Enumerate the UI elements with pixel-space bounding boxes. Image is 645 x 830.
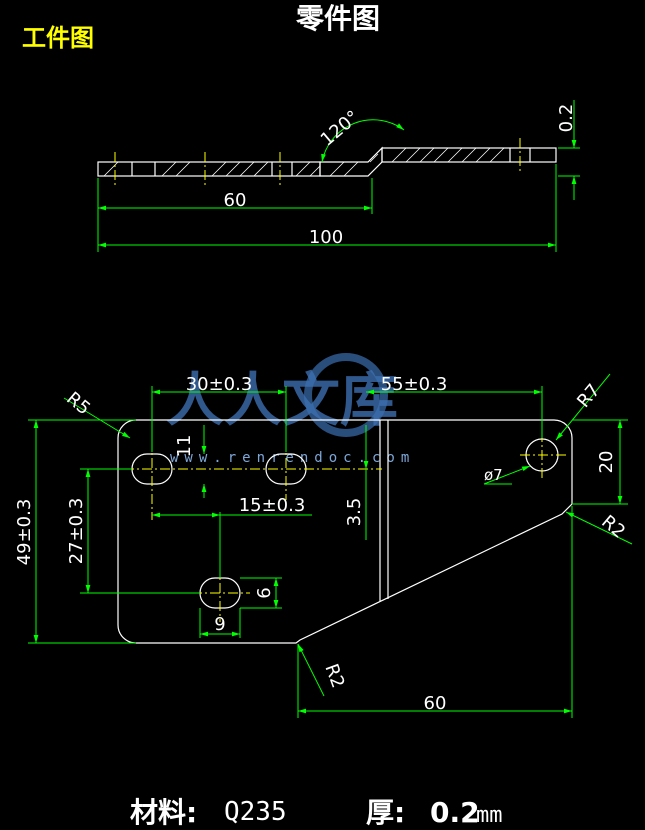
material-label: 材料:	[130, 796, 197, 829]
dim-angle: 120°	[317, 107, 364, 151]
thickness-value: 0.2	[430, 796, 480, 829]
side-plate-left	[97, 161, 321, 177]
watermark-url: www.renrendoc.com	[170, 450, 415, 466]
radius-top-right: R7	[573, 380, 604, 412]
drawing-title: 零件图	[296, 2, 380, 35]
plan-view: 30±0.3 55±0.3 11 15±0.3 3.5 49±0.3 27±0.…	[14, 373, 633, 718]
dim-slot-pitch: 30±0.3	[186, 374, 253, 395]
dim-slot-small: 6	[254, 587, 275, 598]
thickness-label: 厚:	[366, 796, 405, 829]
side-hatch-left	[103, 161, 321, 177]
watermark-logo: 人人文库	[166, 366, 398, 434]
radius-right-notch: R2	[597, 511, 629, 542]
tag-label: 工件图	[22, 24, 94, 52]
dim-slot-width: 9	[214, 614, 225, 635]
radius-top-left: R5	[62, 388, 94, 419]
side-view: 120° 0.2 60 100	[97, 100, 580, 252]
dim-bend: 60	[224, 190, 247, 211]
watermark: 人人文库 www.renrendoc.com	[166, 353, 415, 466]
radius-bottom-notch: R2	[320, 661, 348, 691]
dim-bottom: 60	[424, 693, 447, 714]
dim-total: 100	[309, 227, 343, 248]
dim-center-offset: 15±0.3	[239, 495, 306, 516]
dim-overall-height: 49±0.3	[14, 499, 35, 566]
side-hatch-right	[329, 147, 505, 177]
dim-thickness: 0.2	[556, 104, 577, 133]
hole-diameter: ø7	[484, 466, 503, 484]
material-value: Q235	[224, 797, 287, 827]
dim-lower-slot: 27±0.3	[66, 498, 87, 565]
dim-hole-height: 20	[596, 451, 617, 474]
dim-hole-offset: 55±0.3	[381, 374, 448, 395]
dim-bend-offset: 3.5	[344, 498, 365, 527]
footer: 材料: Q235 厚: 0.2 mm	[130, 796, 503, 829]
dim-slot-height: 11	[174, 435, 195, 458]
thickness-unit: mm	[476, 803, 503, 828]
